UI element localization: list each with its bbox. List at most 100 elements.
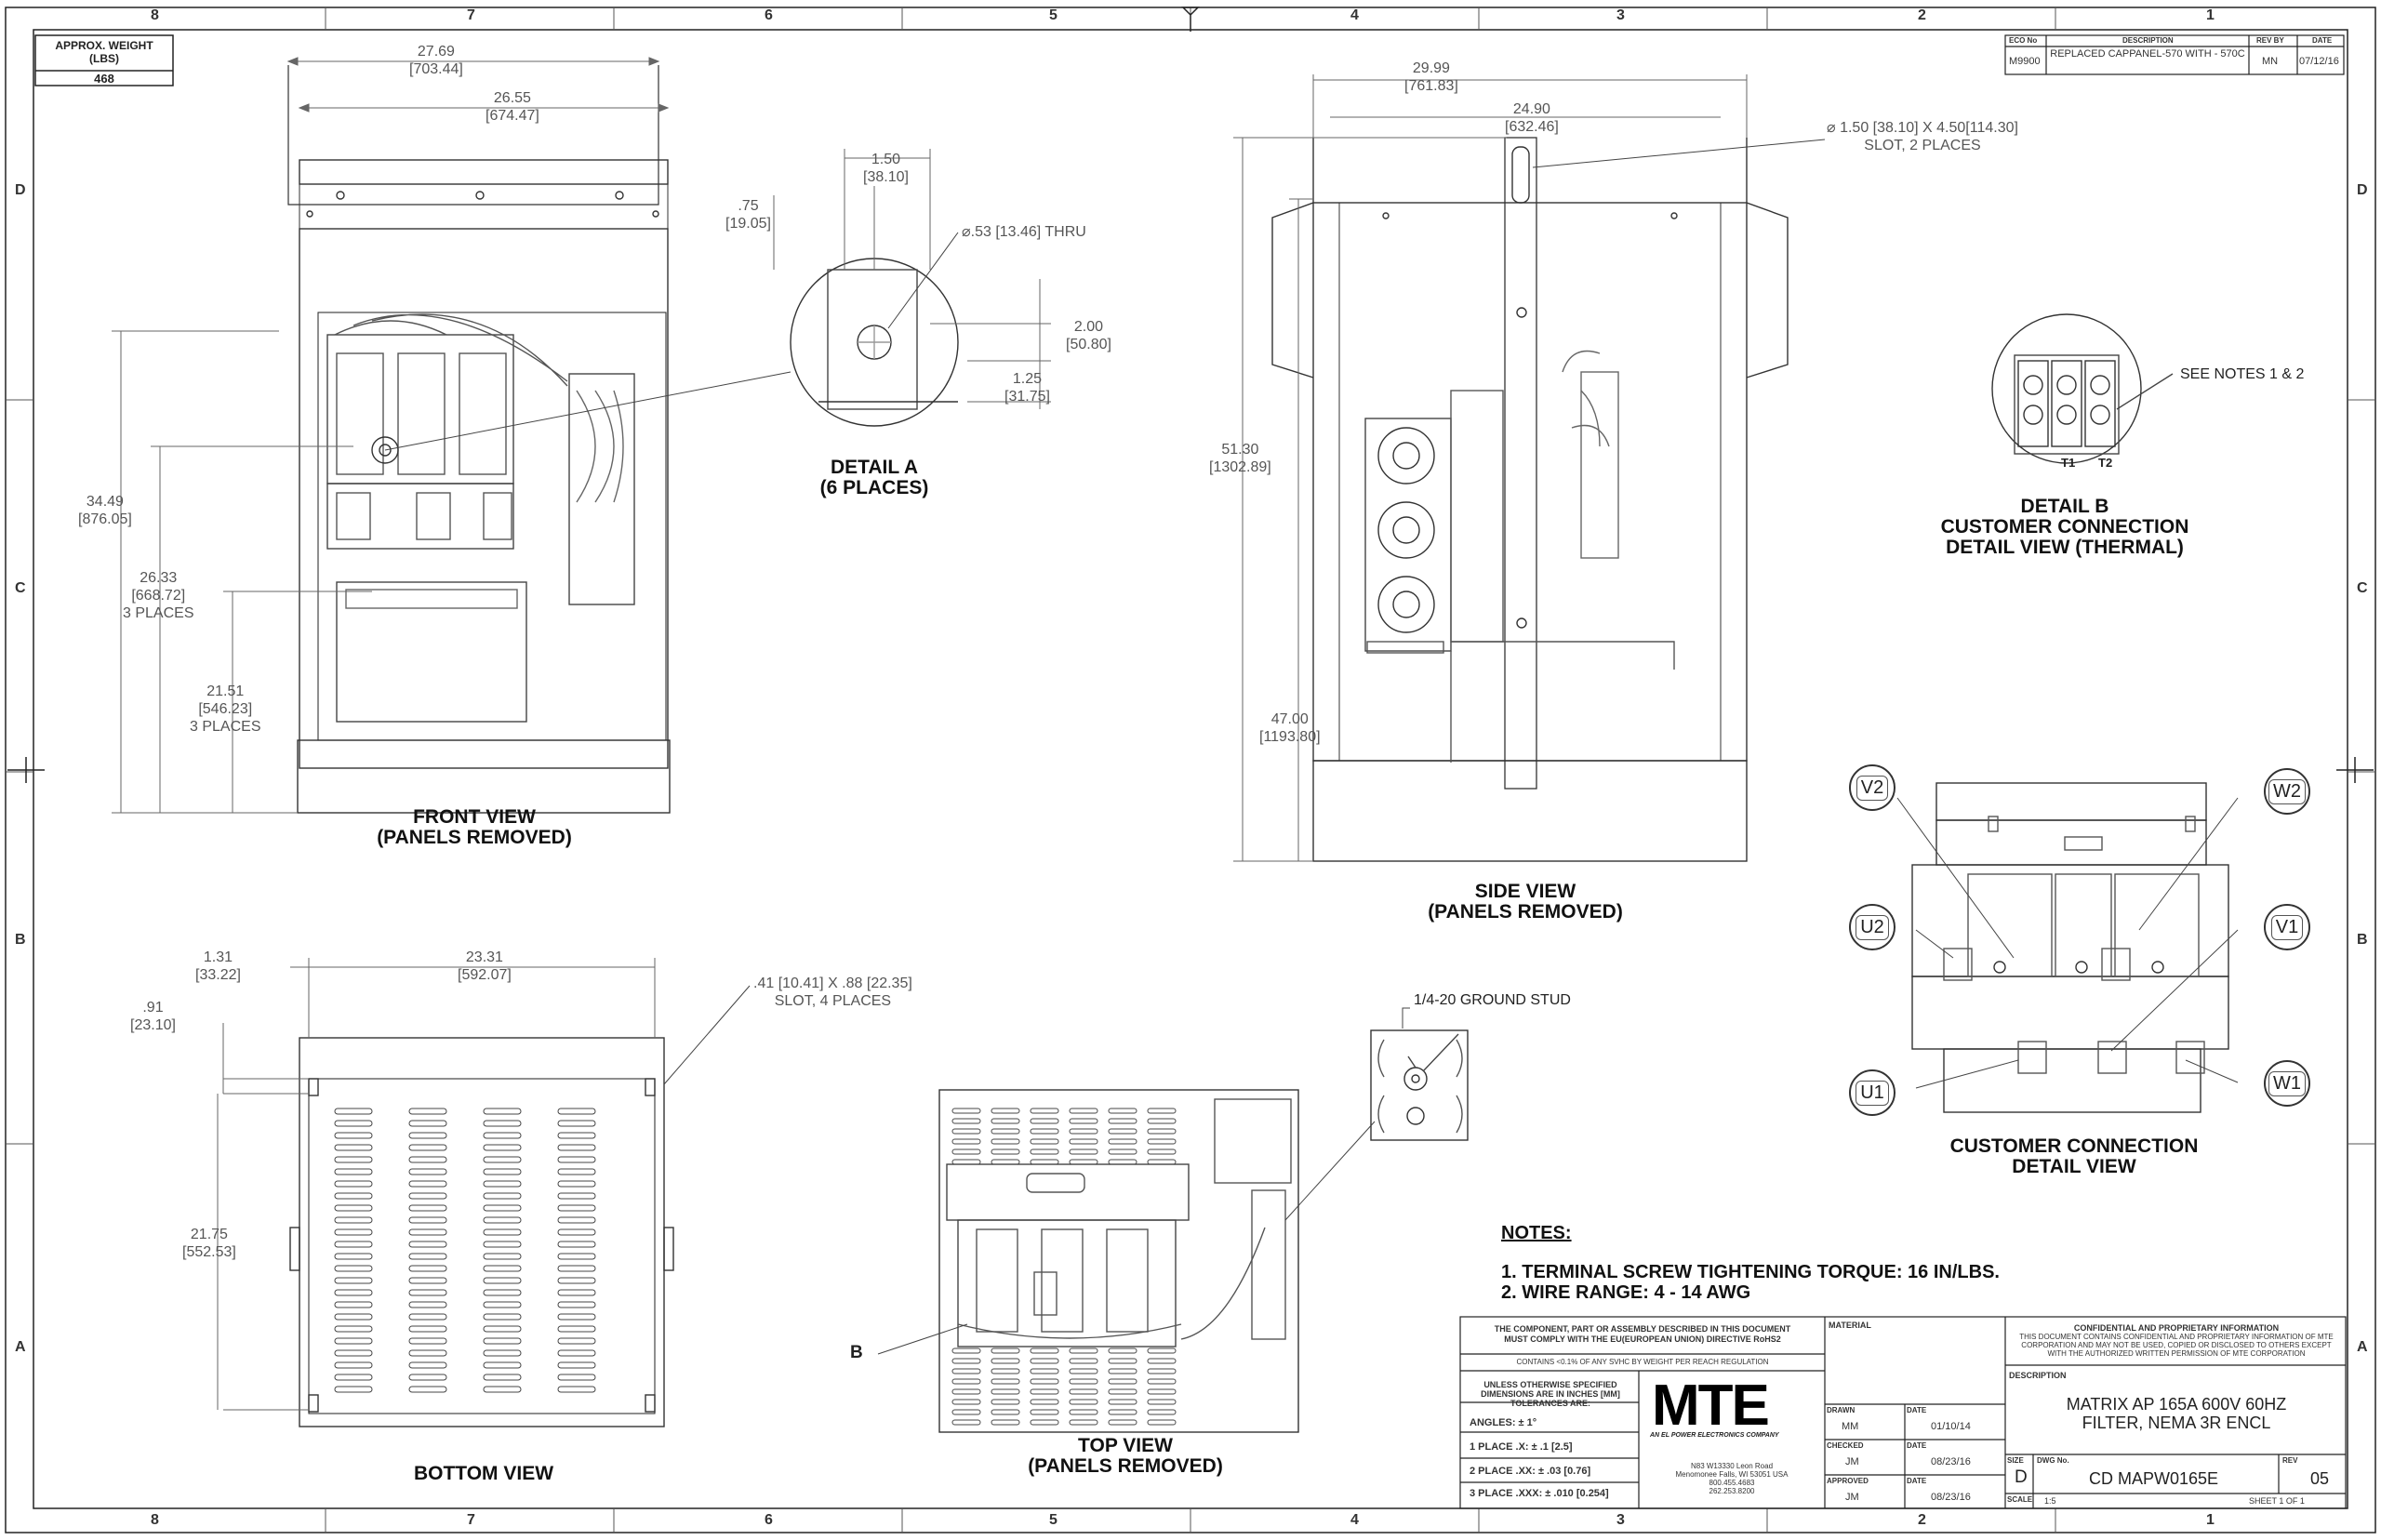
vent-slot	[1069, 1108, 1098, 1114]
bottom-dims	[217, 958, 751, 1411]
tb-conf-title: CONFIDENTIAL AND PROPRIETARY INFORMATION	[2073, 1323, 2280, 1333]
vent-slot	[557, 1374, 596, 1381]
vent-slot	[483, 1253, 522, 1260]
dim-front-height-total-in: 34.49	[86, 494, 124, 510]
vent-slot	[1108, 1409, 1137, 1415]
vent-slot	[408, 1108, 447, 1115]
vent-slot	[408, 1374, 447, 1381]
vent-slot	[334, 1301, 373, 1308]
vent-slot	[557, 1156, 596, 1163]
vent-slot	[557, 1277, 596, 1284]
note-2: 2. WIRE RANGE: 4 - 14 AWG	[1501, 1282, 1751, 1303]
vent-slot	[991, 1128, 1020, 1135]
zone-col-5-bottom: 5	[1049, 1512, 1057, 1528]
vent-slot	[334, 1192, 373, 1200]
zone-row-c: C	[15, 580, 26, 596]
detail-b-title-line2: CUSTOMER CONNECTION	[1940, 516, 2189, 538]
zone-row-d-right: D	[2357, 182, 2368, 198]
vent-slot	[557, 1337, 596, 1345]
vent-slot	[557, 1108, 596, 1115]
vent-slot	[483, 1192, 522, 1200]
dim-detail-a-h2-mm: [31.75]	[1004, 389, 1050, 405]
vent-slot	[408, 1180, 447, 1188]
vent-slot	[334, 1144, 373, 1151]
dim-bottom-height-mm: [552.53]	[182, 1244, 236, 1260]
vent-slot	[951, 1378, 981, 1385]
notes-heading: NOTES:	[1501, 1223, 1572, 1243]
dim-front-height-low-in: 21.51	[206, 684, 245, 699]
rev-by-value: MN	[2262, 56, 2279, 67]
center-mark-left	[7, 757, 45, 783]
terminal-u2: U2	[1849, 904, 1895, 950]
vent-slot	[1147, 1419, 1177, 1426]
tb-address-2: Menomonee Falls, WI 53051 USA	[1675, 1470, 1789, 1479]
tb-reach: CONTAINS <0.1% OF ANY SVHC BY WEIGHT PER…	[1516, 1358, 1769, 1366]
vent-slot	[1147, 1159, 1177, 1165]
zone-col-8-bottom: 8	[151, 1512, 159, 1528]
top-view	[877, 1089, 1299, 1433]
dim-front-overall-width: 27.69[703.44]	[409, 43, 463, 78]
vent-slot	[951, 1388, 981, 1395]
tb-address-1: N83 W13330 Leon Road	[1690, 1462, 1774, 1470]
vent-slot	[1030, 1399, 1059, 1405]
front-view-title-line1: FRONT VIEW	[413, 806, 536, 828]
tb-angles: ANGLES: ± 1°	[1470, 1417, 1537, 1428]
vent-slot	[1147, 1388, 1177, 1395]
detail-b	[1991, 313, 2174, 464]
terminal-w1: W1	[2264, 1060, 2310, 1107]
tb-dwg-no: CD MAPW0165E	[2089, 1469, 2219, 1488]
bottom-view-title: BOTTOM VIEW	[413, 1463, 554, 1484]
dim-front-height-total: 34.49[876.05]	[78, 493, 132, 528]
tb-address-4: 262.253.8200	[1709, 1487, 1755, 1495]
customer-connection-title-line2: DETAIL VIEW	[2012, 1156, 2136, 1177]
vent-slot	[1069, 1388, 1098, 1395]
vent-slot	[483, 1313, 522, 1321]
dim-front-height-low: 21.51[546.23]3 PLACES	[190, 683, 260, 736]
detail-b-title-line1: DETAIL B	[2020, 496, 2109, 517]
zone-row-b-right: B	[2357, 932, 2368, 948]
vent-slot	[1030, 1159, 1059, 1165]
vent-slot	[1108, 1348, 1137, 1354]
bottom-vent-slots	[334, 1108, 596, 1393]
rev-date-value: 07/12/16	[2299, 56, 2339, 67]
vent-slot	[483, 1168, 522, 1175]
vent-slot	[951, 1108, 981, 1114]
vent-slot	[334, 1361, 373, 1369]
terminal-u2-label: U2	[1856, 914, 1889, 940]
tb-place3: 3 PLACE .XXX: ± .010 [0.254]	[1470, 1488, 1609, 1499]
zone-col-1-bottom: 1	[2206, 1512, 2215, 1528]
zone-row-d: D	[15, 182, 26, 198]
top-vent-slots	[951, 1108, 1177, 1426]
vent-slot	[991, 1368, 1020, 1374]
vent-slot	[1147, 1358, 1177, 1364]
dim-bottom-offset-mm: [33.22]	[195, 967, 241, 983]
dim-bottom-top-offset-in: .91	[142, 1000, 164, 1016]
side-view-title: SIDE VIEW(PANELS REMOVED)	[1395, 882, 1656, 923]
vent-slot	[1069, 1159, 1098, 1165]
vent-slot	[991, 1138, 1020, 1145]
vent-slot	[951, 1399, 981, 1405]
vent-slot	[483, 1265, 522, 1272]
zone-col-6: 6	[765, 7, 773, 23]
dim-detail-a-width-in: 1.50	[871, 152, 901, 167]
outer-border	[5, 7, 2376, 1533]
dim-side-inner-width-mm: [632.46]	[1505, 119, 1559, 135]
rev-header-desc: DESCRIPTION	[2122, 36, 2174, 45]
dim-detail-a-h2: 1.25[31.75]	[1004, 370, 1050, 405]
dim-side-height-total-in: 51.30	[1221, 442, 1259, 458]
tb-rev-label: REV	[2282, 1456, 2298, 1465]
tb-rohs: THE COMPONENT, PART OR ASSEMBLY DESCRIBE…	[1464, 1324, 1821, 1345]
vent-slot	[1108, 1128, 1137, 1135]
vent-slot	[334, 1253, 373, 1260]
vent-slot	[483, 1386, 522, 1393]
vent-slot	[1108, 1368, 1137, 1374]
vent-slot	[557, 1132, 596, 1139]
tb-conf-text-3: WITH THE AUTHORIZED WRITTEN PERMISSION O…	[2047, 1349, 2306, 1358]
vent-slot	[408, 1277, 447, 1284]
vent-slot	[1030, 1419, 1059, 1426]
tb-address-3: 800.455.4683	[1709, 1479, 1755, 1487]
vent-slot	[408, 1349, 447, 1357]
detail-b-t1: T1	[2061, 456, 2076, 470]
